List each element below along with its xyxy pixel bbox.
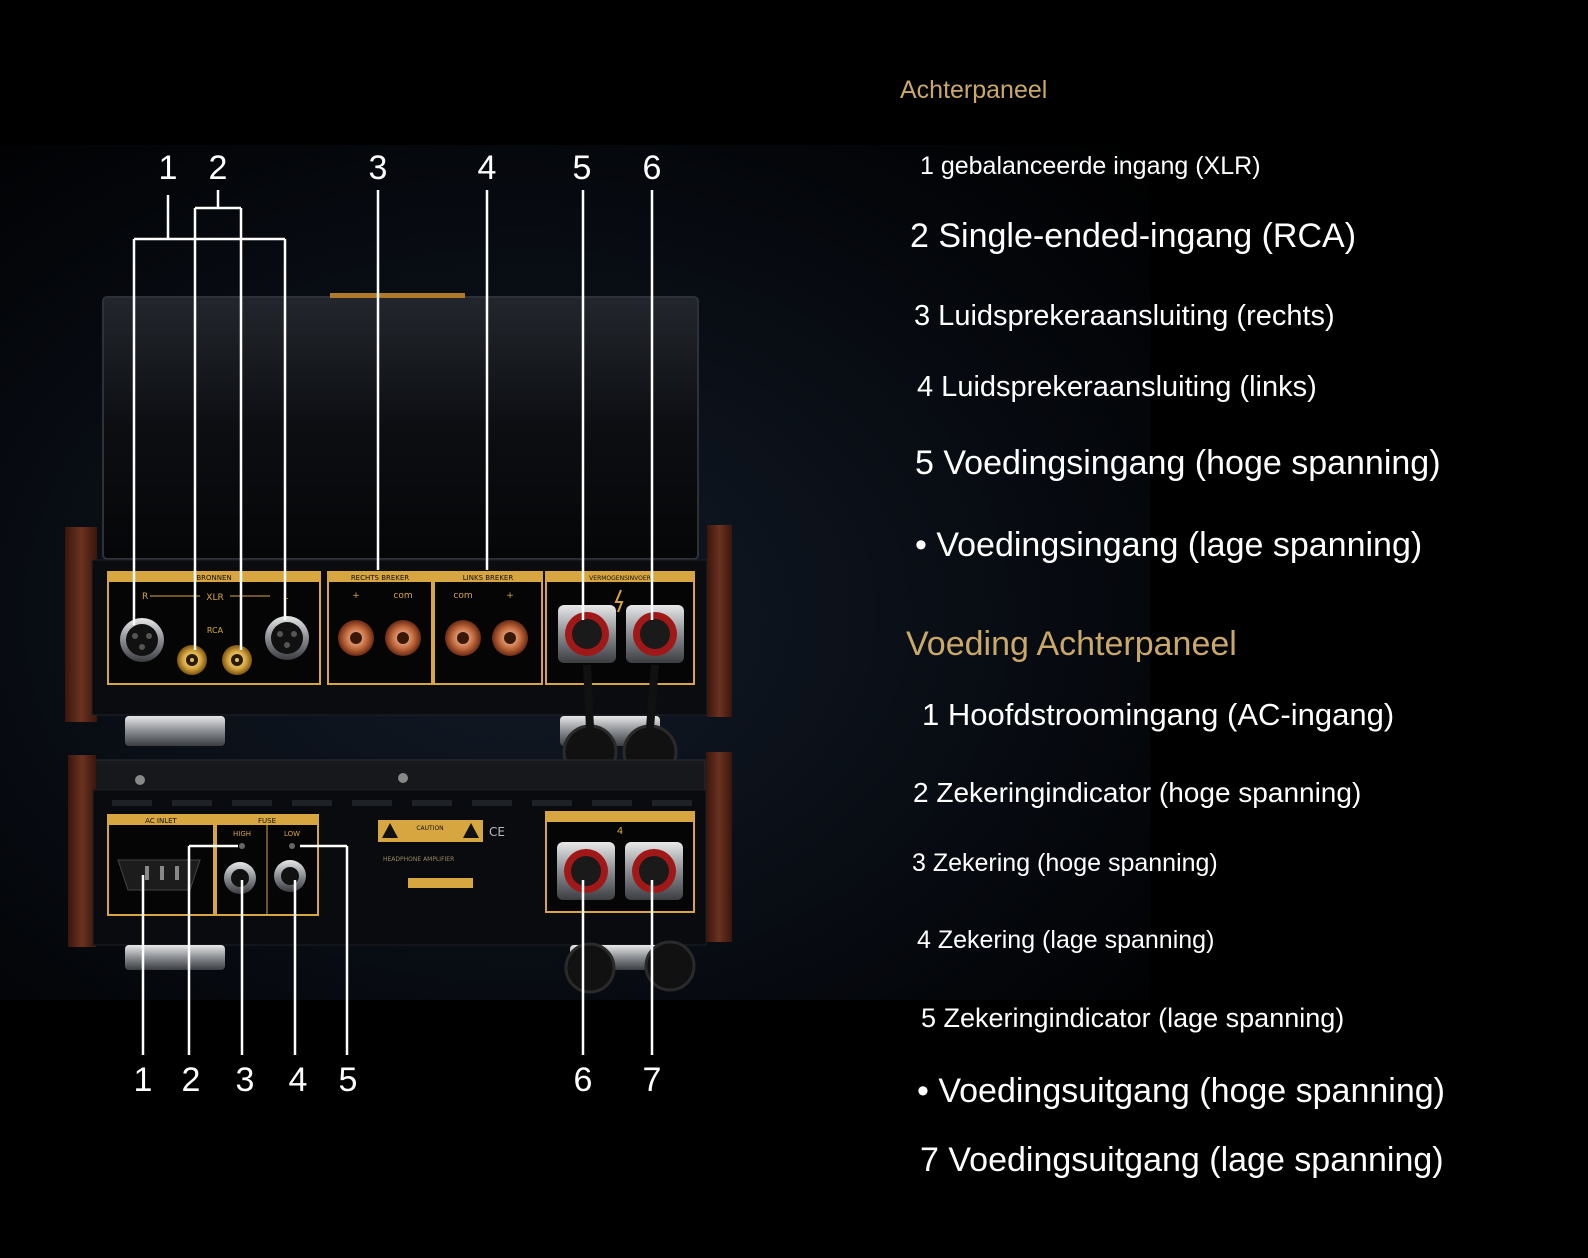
power-input-connectors (558, 589, 684, 663)
psu-callout-number-7: 7 (642, 1061, 662, 1099)
panel-label-ac-inlet: AC INLET (145, 817, 177, 825)
panel-label-plus: + (352, 591, 360, 601)
psu-item-3: 3 Zekering (hoge spanning) (912, 849, 1218, 877)
panel-label-headphone-amplifier: HEADPHONE AMPLIFIER (383, 856, 454, 863)
xlr-connector-right (120, 618, 164, 662)
wood-side-right-psu (706, 752, 732, 942)
amplifier-unit: BRONNEN RECHTS BREKER LINKS BREKER VERMO… (65, 293, 732, 780)
panel-label-ce: CE (489, 825, 505, 839)
psu-callout-lines (141, 844, 654, 1055)
callout-number-6: 6 (642, 149, 662, 187)
panel-label-sources: BRONNEN (196, 574, 231, 582)
amp-callout-lines (132, 190, 654, 650)
panel-label-r: R (142, 592, 148, 602)
psu-item-5: 5 Zekeringindicator (lage spanning) (921, 1003, 1345, 1033)
callout-number-3: 3 (368, 149, 388, 187)
amp-item-6: • Voedingsingang (lage spanning) (915, 526, 1423, 564)
panel-label-four: 4 (617, 826, 623, 837)
amplifier-section-heading: Achterpaneel (900, 76, 1048, 104)
psu-callout-number-3: 3 (235, 1061, 255, 1099)
fuse-holders (224, 860, 306, 894)
panel-label-fuse: FUSE (258, 817, 276, 825)
psu-callout-number-6: 6 (573, 1061, 593, 1099)
psu-item-1: 1 Hoofdstroomingang (AC-ingang) (922, 697, 1395, 732)
xlr-connector-left (265, 616, 309, 660)
psu-item-7: 7 Voedingsuitgang (lage spanning) (920, 1141, 1444, 1179)
power-supply-section-heading: Voeding Achterpaneel (906, 625, 1237, 663)
amp-item-2: 2 Single-ended-ingang (RCA) (910, 217, 1357, 255)
speaker-terminals (338, 620, 528, 656)
psu-item-6: • Voedingsuitgang (hoge spanning) (917, 1072, 1445, 1110)
panel-label-com: com (393, 591, 412, 601)
power-output-connectors (557, 842, 683, 900)
panel-label-caution: CAUTION (416, 825, 443, 832)
wood-side-right (707, 525, 732, 717)
psu-item-2: 2 Zekeringindicator (hoge spanning) (913, 777, 1362, 808)
amp-item-5: 5 Voedingsingang (hoge spanning) (915, 444, 1441, 482)
panel-label-left-speaker: LINKS BREKER (463, 574, 514, 582)
ac-inlet-socket (117, 859, 201, 891)
wood-side-left-psu (68, 755, 96, 947)
power-supply-unit: AC INLET FUSE HIGH LOW CAUTION (68, 752, 732, 994)
panel-label-rca: RCA (207, 626, 224, 635)
psu-callout-number-5: 5 (338, 1061, 358, 1099)
callout-number-5: 5 (572, 149, 592, 187)
panel-label-low: LOW (284, 830, 300, 838)
amp-item-1: 1 gebalanceerde ingang (XLR) (920, 152, 1261, 180)
glass-cover (102, 296, 699, 560)
panel-label-high: HIGH (233, 830, 251, 838)
psu-callout-number-4: 4 (288, 1061, 308, 1099)
panel-label-power-input: VERMOGENSINVOER (589, 575, 651, 582)
amp-item-4: 4 Luidsprekeraansluiting (links) (917, 371, 1317, 403)
rca-connector-left (222, 645, 252, 675)
psu-callout-number-2: 2 (181, 1061, 201, 1099)
panel-label-com: com (453, 591, 472, 601)
callout-number-4: 4 (477, 149, 497, 187)
callout-number-1: 1 (158, 149, 178, 187)
panel-label-right-speaker: RECHTS BREKER (351, 574, 409, 582)
rear-panel-illustration: BRONNEN RECHTS BREKER LINKS BREKER VERMO… (65, 190, 732, 1055)
amp-item-3: 3 Luidsprekeraansluiting (rechts) (914, 300, 1335, 332)
panel-label-plus: + (506, 591, 514, 601)
caution-label: CAUTION CE HEADPHONE AMPLIFIER (378, 820, 505, 888)
psu-callout-number-1: 1 (133, 1061, 153, 1099)
psu-item-4: 4 Zekering (lage spanning) (917, 926, 1215, 954)
panel-label-xlr: XLR (206, 593, 223, 603)
rca-connector-right (177, 645, 207, 675)
callout-number-2: 2 (208, 149, 228, 187)
